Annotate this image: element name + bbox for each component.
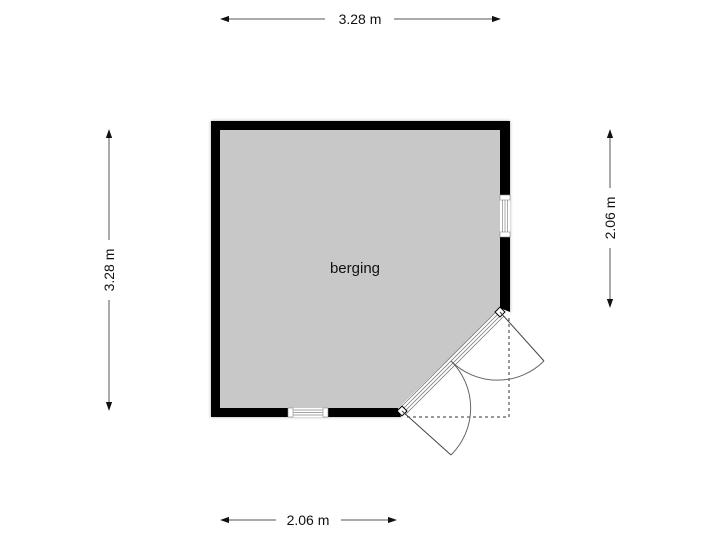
bottom-wall-window	[287, 407, 329, 418]
dimension-label-right: 2.06 m	[602, 197, 618, 240]
dimension-label-left: 3.28 m	[101, 249, 117, 292]
room	[211, 121, 510, 417]
door-swing-arc-lower	[450, 360, 472, 456]
dashed-outline	[407, 318, 510, 418]
room-label: berging	[330, 260, 380, 277]
door-swing-arc-upper	[450, 360, 545, 381]
door-leaf-upper	[499, 311, 545, 362]
dimension-top: 3.28 m	[220, 11, 501, 27]
right-wall-window	[499, 194, 511, 238]
dimension-left: 3.28 m	[101, 129, 117, 411]
room-floor	[220, 130, 500, 408]
dimension-label-bottom: 2.06 m	[287, 512, 330, 528]
door-leaf-lower	[401, 410, 452, 456]
diagonal-double-door	[396, 306, 545, 456]
dimension-label-top: 3.28 m	[339, 11, 382, 27]
dimension-bottom: 2.06 m	[220, 512, 397, 528]
dimension-right: 2.06 m	[602, 129, 618, 308]
